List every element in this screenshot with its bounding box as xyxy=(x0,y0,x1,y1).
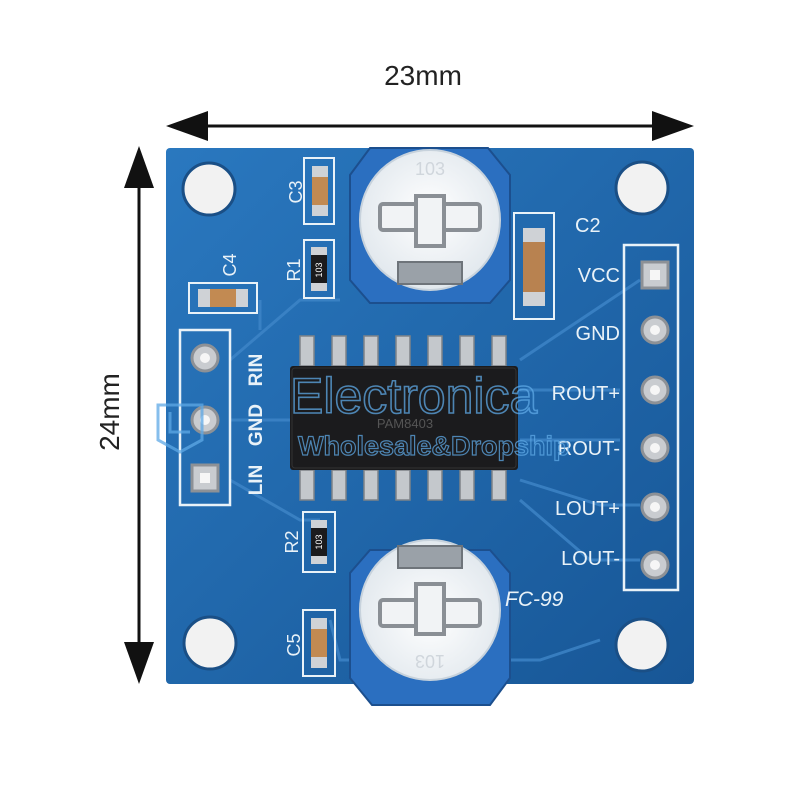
trim-pot-code-top: 103 xyxy=(415,159,445,179)
resistor-code-r2: 103 xyxy=(314,534,324,549)
trim-pot-code-bottom: 103 xyxy=(415,651,445,671)
width-dimension-label: 23mm xyxy=(384,60,462,91)
resistor-label-r2: R2 xyxy=(282,530,302,553)
cap-label-c2: C2 xyxy=(575,215,601,237)
input-header xyxy=(178,328,232,507)
resistor-r2: 103 xyxy=(302,511,336,573)
watermark-subtitle: Wholesale&Dropship xyxy=(298,431,570,461)
output-label-gnd: GND xyxy=(576,323,620,345)
capacitor-c2 xyxy=(513,212,555,320)
input-label-rin: RIN xyxy=(246,354,267,387)
input-label-gnd: GND xyxy=(246,404,267,446)
output-label-rout-plus: ROUT+ xyxy=(552,383,620,405)
resistor-code-r1: 103 xyxy=(314,262,324,277)
capacitor-c4 xyxy=(188,282,258,314)
watermark: Electronica Wholesale&Dropship xyxy=(156,367,570,462)
output-label-lout-plus: LOUT+ xyxy=(555,498,620,520)
output-label-lout-minus: LOUT- xyxy=(561,548,620,570)
cap-label-c4: C4 xyxy=(220,253,240,276)
trim-pot-top: 103 xyxy=(349,147,511,304)
output-header xyxy=(622,243,680,592)
watermark-logo-icon xyxy=(156,403,204,454)
amplifier-chip: PAM8403 xyxy=(290,335,518,501)
output-label-vcc: VCC xyxy=(578,265,620,287)
resistor-label-r1: R1 xyxy=(284,258,304,281)
cap-label-c5: C5 xyxy=(284,633,304,656)
input-label-lin: LIN xyxy=(246,465,267,496)
output-label-rout-minus: ROUT- xyxy=(558,438,620,460)
watermark-title: Electronica xyxy=(290,368,538,424)
cap-label-c3: C3 xyxy=(286,180,306,203)
resistor-r1: 103 xyxy=(303,239,335,299)
capacitor-c5 xyxy=(302,609,336,677)
capacitor-c3 xyxy=(303,157,335,225)
board-name-label: FC-99 xyxy=(505,588,564,611)
trim-pot-bottom: 103 xyxy=(349,539,511,706)
chip-marking: PAM8403 xyxy=(377,416,433,431)
mounting-holes xyxy=(181,160,670,673)
